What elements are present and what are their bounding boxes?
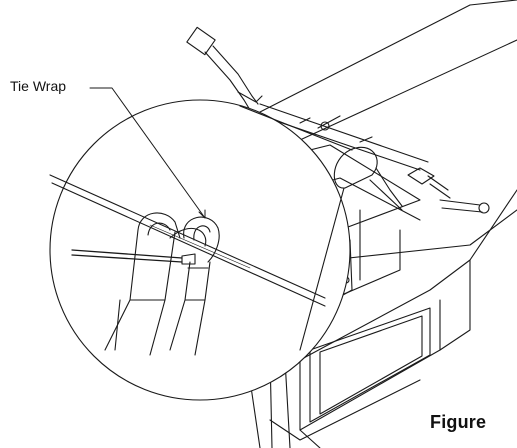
seat-belt-tube bbox=[249, 103, 429, 171]
tie-wrap-label: Tie Wrap bbox=[10, 78, 67, 94]
figure-caption: Figure bbox=[430, 412, 487, 432]
seat-belt-upper-strap bbox=[186, 26, 263, 111]
detail-clip bbox=[169, 216, 220, 356]
panel-surface-edge bbox=[329, 209, 517, 261]
detail-rod bbox=[49, 174, 326, 307]
seat-belt-right-buckle bbox=[369, 167, 490, 214]
tie-wrap-shape bbox=[71, 227, 207, 265]
detail-lens-small bbox=[333, 146, 378, 189]
panel-right-edge bbox=[469, 189, 517, 301]
frame-bottom-rail bbox=[269, 379, 421, 441]
detail-belt-loop bbox=[104, 212, 181, 356]
seat-surface-outline bbox=[259, 0, 517, 141]
leader-arrowhead bbox=[198, 209, 206, 219]
tie-wrap-leader-line bbox=[89, 87, 206, 219]
